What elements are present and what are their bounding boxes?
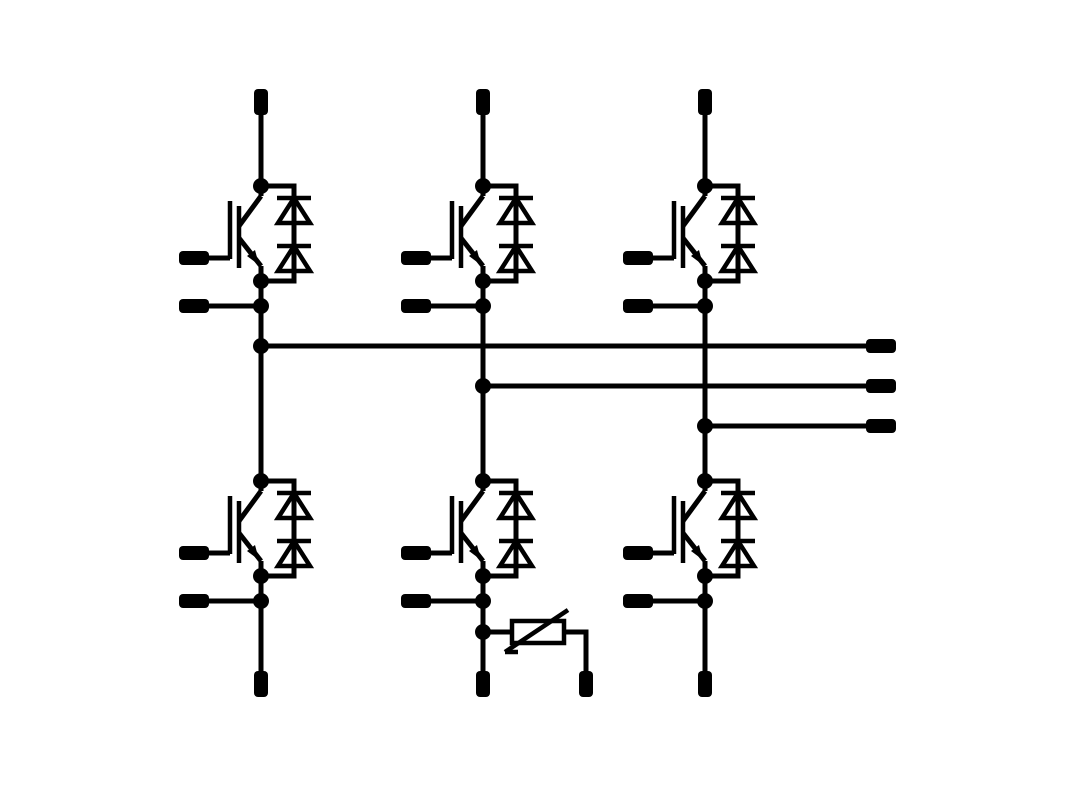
- emitter-arrow: [247, 250, 259, 265]
- aux-emitter-terminal: [623, 594, 653, 608]
- phase-output-buses: [261, 339, 896, 433]
- diode-2-symbol: [495, 241, 537, 274]
- igbt-cell-low-3: [623, 473, 759, 609]
- phase-output-terminal-3: [866, 419, 896, 433]
- collector-diagonal: [680, 489, 708, 523]
- inverter-leg-1: [179, 89, 315, 697]
- inverter-leg-2: [401, 89, 537, 697]
- diode-1-symbol: [717, 193, 759, 226]
- dc-minus-terminal: [698, 671, 712, 697]
- diode-branch-wire: [261, 478, 297, 579]
- collector-diagonal: [458, 194, 486, 228]
- aux-emitter-terminal: [401, 594, 431, 608]
- dc-plus-terminal: [698, 89, 712, 115]
- gate-terminal: [401, 251, 431, 265]
- diode-2-symbol: [273, 241, 315, 274]
- diode-1-symbol: [717, 488, 759, 521]
- dc-plus-terminal: [476, 89, 490, 115]
- inverter-leg-3: [623, 89, 759, 697]
- gate-terminal: [179, 251, 209, 265]
- ntc-lead-right: [564, 629, 589, 675]
- diode-1-symbol: [495, 193, 537, 226]
- diode-2-symbol: [717, 536, 759, 569]
- phase-output-terminal-2: [866, 379, 896, 393]
- gate-terminal: [401, 546, 431, 560]
- diode-branch-wire: [483, 478, 519, 579]
- collector-diagonal: [680, 194, 708, 228]
- diode-branch-wire: [261, 183, 297, 284]
- diode-1-symbol: [495, 488, 537, 521]
- phase-output-terminal-1: [866, 339, 896, 353]
- diode-branch-wire: [705, 183, 741, 284]
- igbt-cell-low-2: [401, 473, 537, 609]
- dc-minus-terminal: [254, 671, 268, 697]
- diode-branch-wire: [483, 183, 519, 284]
- diode-1-symbol: [273, 193, 315, 226]
- igbt-cell-high-3: [623, 178, 759, 314]
- dc-plus-terminal: [254, 89, 268, 115]
- ntc-terminal: [579, 671, 593, 697]
- ntc-thermistor: [475, 608, 593, 697]
- igbt-cell-low-1: [179, 473, 315, 609]
- diode-2-symbol: [495, 536, 537, 569]
- diode-1-symbol: [273, 488, 315, 521]
- collector-diagonal: [236, 489, 264, 523]
- collector-diagonal: [236, 194, 264, 228]
- aux-emitter-terminal: [401, 299, 431, 313]
- gate-terminal: [179, 546, 209, 560]
- ntc-slash: [503, 608, 570, 654]
- emitter-arrow: [469, 545, 481, 560]
- gate-terminal: [623, 251, 653, 265]
- emitter-arrow: [691, 545, 703, 560]
- emitter-arrow: [691, 250, 703, 265]
- igbt-cell-high-2: [401, 178, 537, 314]
- aux-emitter-terminal: [179, 594, 209, 608]
- diode-2-symbol: [717, 241, 759, 274]
- collector-diagonal: [458, 489, 486, 523]
- aux-emitter-terminal: [179, 299, 209, 313]
- diode-2-symbol: [273, 536, 315, 569]
- emitter-arrow: [247, 545, 259, 560]
- gate-terminal: [623, 546, 653, 560]
- dc-minus-terminal: [476, 671, 490, 697]
- diode-branch-wire: [705, 478, 741, 579]
- emitter-arrow: [469, 250, 481, 265]
- igbt-cell-high-1: [179, 178, 315, 314]
- aux-emitter-terminal: [623, 299, 653, 313]
- inverter-legs: [179, 89, 759, 697]
